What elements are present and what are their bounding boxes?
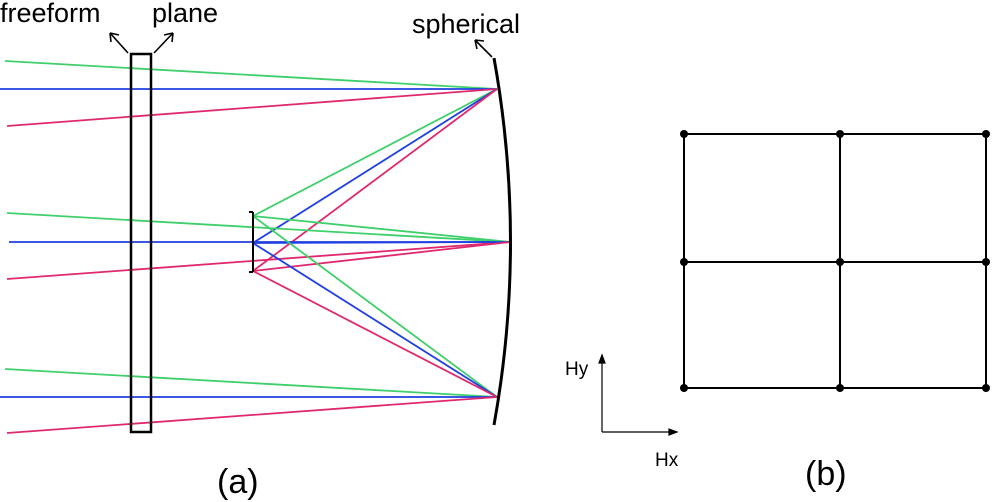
field-point	[982, 384, 990, 392]
ray-red	[6, 396, 498, 434]
spherical-mirror	[492, 57, 512, 426]
ray-green	[4, 60, 498, 90]
spherical-label: spherical	[412, 9, 520, 39]
plane-arrow	[153, 32, 174, 54]
reflected-ray-red	[252, 241, 511, 272]
reflected-ray-red	[252, 88, 498, 272]
hy-arrowhead	[598, 353, 606, 364]
field-point	[836, 130, 844, 138]
image-plane	[249, 211, 254, 273]
ray-bundle-bottom	[0, 215, 498, 434]
plane-label: plane	[152, 0, 218, 28]
field-point	[836, 384, 844, 392]
panel-b: Hy Hx (b)	[565, 130, 990, 493]
field-axes	[598, 353, 679, 436]
reflected-ray-green	[252, 215, 498, 398]
pointer-arrows	[109, 32, 493, 58]
ray-green	[4, 368, 498, 398]
hy-label: Hy	[565, 359, 589, 380]
caption-a: (a)	[217, 463, 259, 501]
field-points	[680, 130, 990, 392]
reflected-ray-blue	[252, 241, 511, 244]
freeform-arrow	[109, 32, 129, 54]
field-point	[836, 258, 844, 266]
reflected-ray-red	[252, 270, 498, 398]
ray-bundle-top	[0, 60, 498, 272]
field-point	[680, 130, 688, 138]
reflected-ray-green	[252, 88, 498, 217]
ray-green	[6, 212, 511, 243]
ray-red	[6, 241, 511, 280]
caption-b: (b)	[805, 455, 847, 493]
reflected-ray-blue	[252, 242, 498, 398]
reflected-ray-green	[252, 215, 511, 243]
reflected-ray-blue	[252, 88, 498, 244]
field-point	[982, 130, 990, 138]
field-point	[680, 384, 688, 392]
field-point	[680, 258, 688, 266]
freeform-label: freeform	[0, 0, 101, 28]
hx-arrowhead	[668, 428, 679, 436]
field-grid	[683, 133, 987, 389]
field-point	[982, 258, 990, 266]
hx-label: Hx	[655, 450, 679, 471]
freeform-plane-plate	[129, 52, 153, 434]
ray-bundle-middle	[6, 212, 511, 280]
spherical-arrow	[474, 39, 493, 58]
ray-red	[6, 88, 498, 127]
panel-a: freeform plane spherical (a)	[0, 0, 520, 501]
